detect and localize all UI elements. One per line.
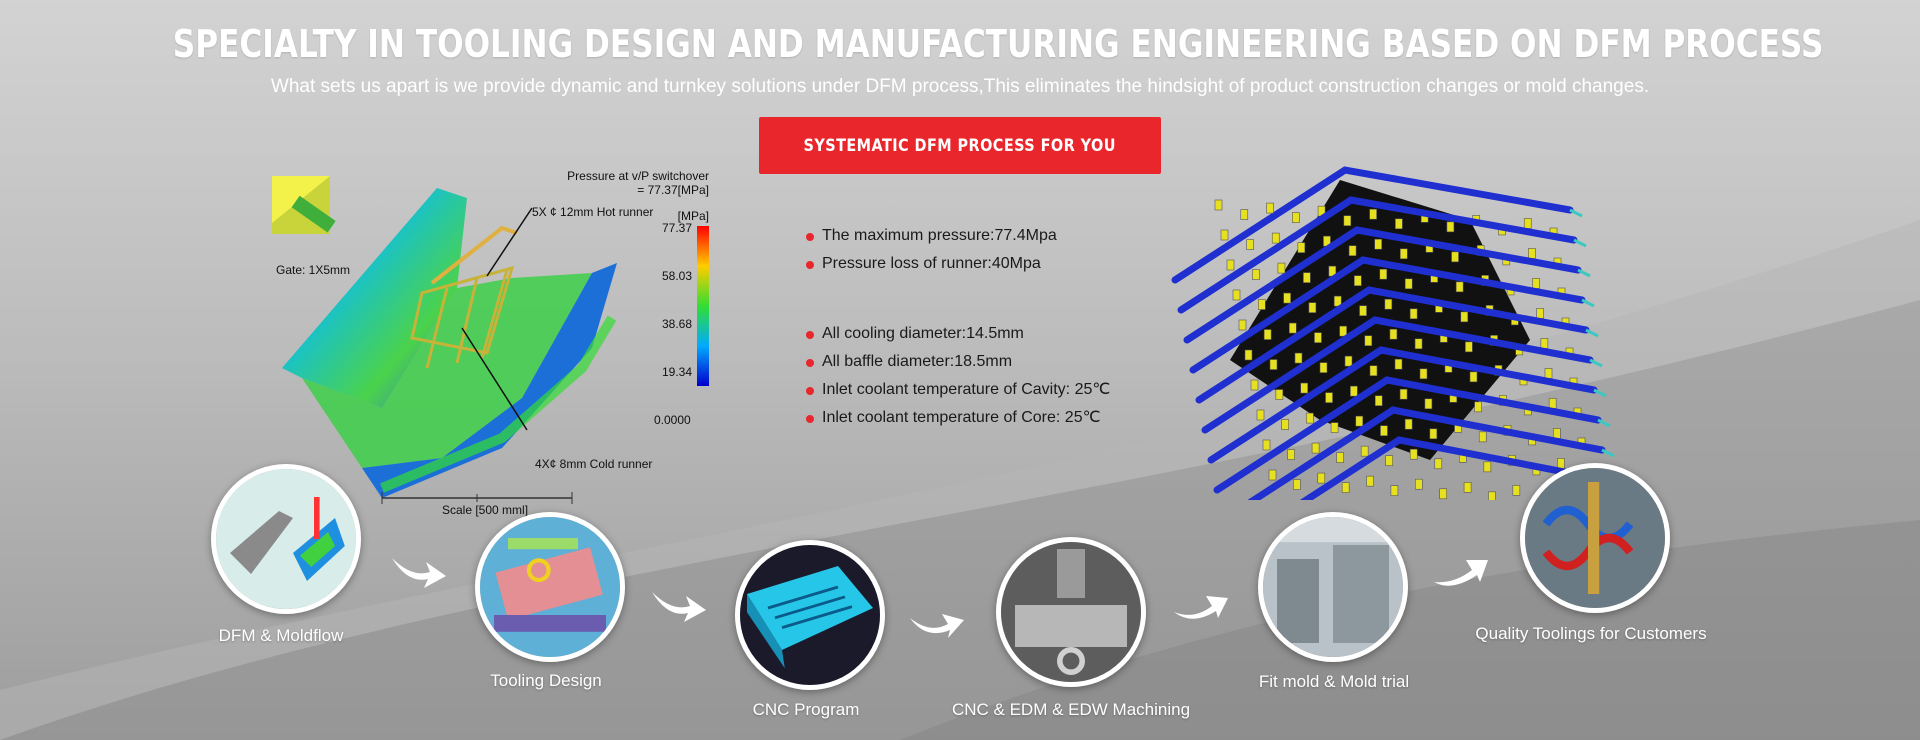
step-label-quality-toolings: Quality Toolings for Customers [1475, 624, 1707, 643]
scale-value: 77.37 [662, 221, 692, 235]
spec-item: All baffle diameter:18.5mm [800, 348, 1110, 376]
arrow-right-icon [1174, 596, 1228, 619]
scale-value: 19.34 [662, 365, 692, 379]
step-image-cnc-machining [996, 537, 1146, 687]
step-label-mold-trial: Fit mold & Mold trial [1258, 672, 1410, 691]
arrow-right-icon [1434, 560, 1488, 586]
cooling-channel-image [1171, 166, 1619, 500]
systematic-dfm-button[interactable]: SYSTEMATIC DFM PROCESS FOR YOU [759, 117, 1161, 174]
step-image-quality-toolings [1520, 463, 1670, 613]
step-label-cnc-machining: CNC & EDM & EDW Machining [951, 700, 1191, 719]
step-label-tooling-design: Tooling Design [490, 671, 602, 690]
moldflow-simulation-image: Pressure at v/P switchover = 77.37[MPa] … [272, 169, 709, 517]
pressure-specs: The maximum pressure:77.4Mpa Pressure lo… [800, 222, 1110, 278]
scale-value: 0.0000 [654, 413, 691, 427]
arrow-right-icon [910, 614, 964, 638]
cooling-specs: All cooling diameter:14.5mm All baffle d… [800, 320, 1110, 432]
hot-runner-label: 5X ¢ 12mm Hot runner [532, 205, 653, 219]
spec-item: The maximum pressure:77.4Mpa [800, 222, 1110, 250]
step-image-cnc-program [735, 540, 885, 690]
step-image-mold-trial [1258, 512, 1408, 662]
spec-item: Inlet coolant temperature of Core: 25℃ [800, 404, 1110, 432]
spec-item: All cooling diameter:14.5mm [800, 320, 1110, 348]
spec-list: The maximum pressure:77.4Mpa Pressure lo… [800, 222, 1110, 432]
page-subtitle: What sets us apart is we provide dynamic… [270, 76, 1650, 97]
scale-value: 58.03 [662, 269, 692, 283]
pressure-title-2: = 77.37[MPa] [637, 183, 709, 197]
cold-runner-label: 4X¢ 8mm Cold runner [535, 457, 652, 471]
arrow-right-icon [392, 558, 446, 588]
scale-label: Scale [500 mml] [442, 503, 528, 517]
spec-item: Inlet coolant temperature of Cavity: 25℃ [800, 376, 1110, 404]
step-label-cnc-program: CNC Program [752, 700, 860, 719]
pressure-title-1: Pressure at v/P switchover [567, 169, 709, 183]
spec-item: Pressure loss of runner:40Mpa [800, 250, 1110, 278]
page-title: SPECIALTY IN TOOLING DESIGN AND MANUFACT… [172, 22, 1824, 66]
systematic-dfm-button-label: SYSTEMATIC DFM PROCESS FOR YOU [803, 135, 1117, 156]
step-label-dfm: DFM & Moldflow [218, 626, 344, 645]
pressure-unit: [MPa] [678, 209, 709, 223]
step-image-dfm [211, 464, 361, 614]
gate-label: Gate: 1X5mm [276, 263, 350, 277]
step-image-tooling-design [475, 512, 625, 662]
arrow-right-icon [652, 592, 706, 622]
scale-value: 38.68 [662, 317, 692, 331]
